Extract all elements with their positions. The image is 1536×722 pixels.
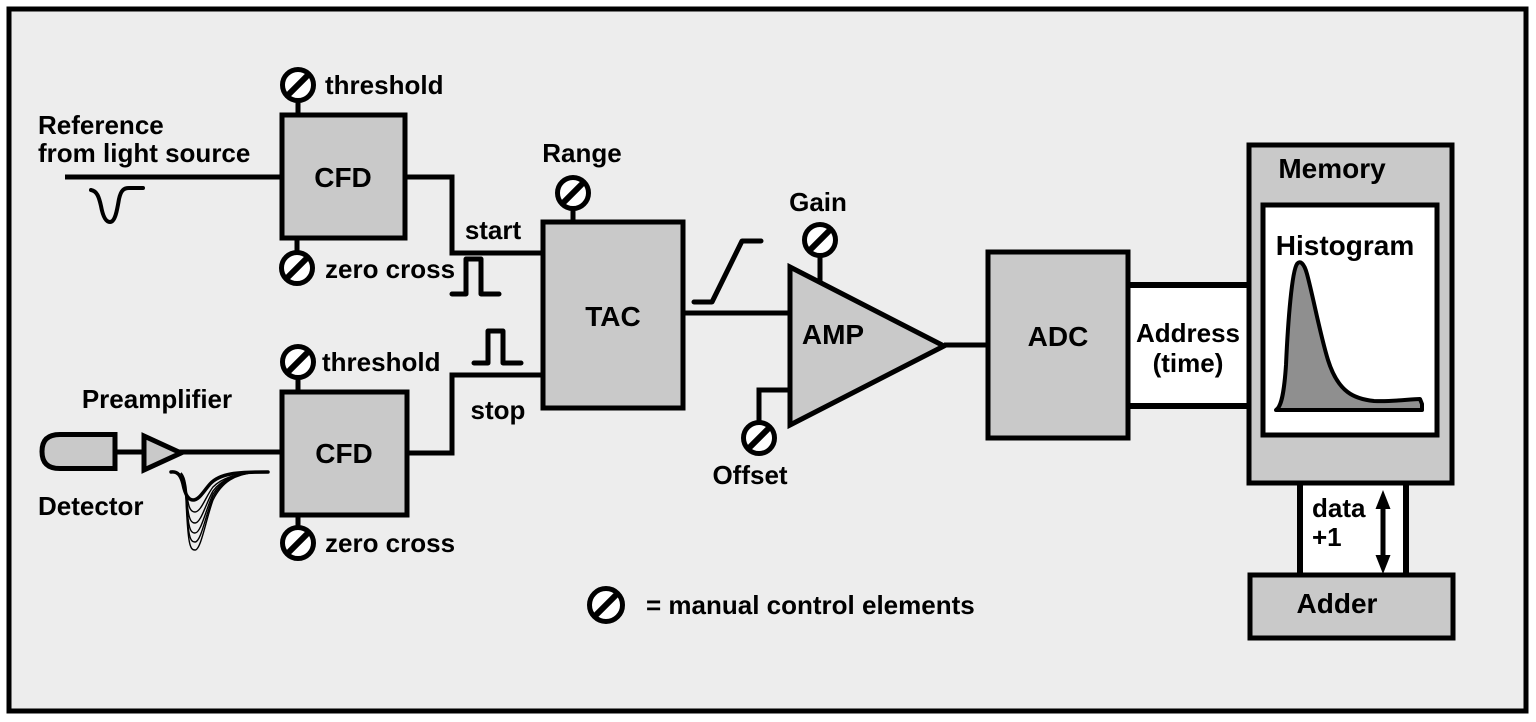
- histogram-decay-curve: [1274, 260, 1424, 412]
- detector-chain: Preamplifier Detector: [38, 384, 284, 551]
- data-bus: data +1: [1297, 483, 1409, 575]
- offset-stem: [756, 387, 793, 422]
- tac-label: TAC: [585, 301, 640, 332]
- zero-cross-top-knob-icon: [279, 250, 315, 286]
- legend-text: = manual control elements: [646, 590, 975, 620]
- memory-block: Memory Histogram: [1246, 142, 1455, 486]
- legend: = manual control elements: [587, 586, 975, 624]
- address-bus-label-line2: (time): [1153, 348, 1224, 378]
- gain-label: Gain: [789, 187, 847, 217]
- histogram-label: Histogram: [1276, 230, 1414, 261]
- start-label: start: [465, 215, 522, 245]
- amp-label: AMP: [802, 319, 864, 350]
- adder-block: Adder: [1247, 572, 1456, 641]
- threshold-top-knob-icon: [280, 67, 316, 103]
- amp-triangle: [787, 262, 950, 430]
- manual-control-knob-icon: [587, 586, 625, 624]
- data-bus-label-line2: +1: [1312, 522, 1342, 552]
- zero-cross-bottom-label: zero cross: [325, 528, 455, 558]
- zero-cross-top-label: zero cross: [325, 254, 455, 284]
- threshold-bottom-knob-icon: [280, 344, 316, 380]
- threshold-top-label: threshold: [325, 70, 443, 100]
- reference-label-line2: from light source: [38, 138, 250, 168]
- cfd-bottom-box: [279, 389, 410, 518]
- preamplifier-label: Preamplifier: [82, 384, 232, 414]
- reference-input: Reference from light source: [38, 110, 284, 225]
- wire-cfd-top-to-tac: [405, 174, 543, 256]
- cfd-bottom-block: threshold CFD zero cross: [279, 344, 455, 561]
- stop-label: stop: [471, 395, 526, 425]
- adc-box: [985, 249, 1131, 441]
- cfd-top-block: threshold CFD zero cross: [279, 67, 455, 286]
- stop-pulse-icon: [471, 328, 524, 366]
- tac-box: [540, 219, 686, 411]
- tac-block: Range TAC: [540, 138, 686, 411]
- reference-pulse-icon: [89, 186, 145, 225]
- adc-block: ADC: [985, 249, 1131, 441]
- offset-label: Offset: [712, 460, 787, 490]
- range-knob-icon: [555, 175, 591, 211]
- data-bus-label-line1: data: [1312, 493, 1366, 523]
- detector-icon: [39, 432, 118, 471]
- cfd-bottom-label: CFD: [315, 438, 373, 469]
- threshold-bottom-label: threshold: [322, 347, 440, 377]
- memory-label: Memory: [1278, 153, 1386, 184]
- amp-block: Gain Offset AMP: [712, 187, 950, 490]
- reference-label-line1: Reference: [38, 110, 164, 140]
- ramp-signal-icon: [691, 238, 764, 305]
- zero-cross-bottom-knob-icon: [280, 525, 316, 561]
- cfd-top-label: CFD: [314, 162, 372, 193]
- bidirectional-arrow-icon: [1375, 490, 1391, 574]
- start-pulse-icon: [449, 256, 502, 297]
- cfd-top-box: [279, 112, 408, 241]
- gain-knob-icon: [802, 222, 838, 258]
- address-bus-channel: [1126, 287, 1251, 404]
- range-label: Range: [542, 138, 621, 168]
- adder-label: Adder: [1297, 588, 1378, 619]
- adc-label: ADC: [1028, 321, 1089, 352]
- detector-label: Detector: [38, 491, 143, 521]
- address-bus: Address (time): [1125, 282, 1252, 409]
- offset-knob-icon: [741, 420, 777, 456]
- adder-box: [1247, 572, 1456, 641]
- address-bus-label-line1: Address: [1136, 318, 1240, 348]
- preamplifier-icon: [141, 432, 187, 474]
- wire-cfd-bottom-to-tac: [407, 372, 543, 456]
- detector-pulses-icon: [169, 470, 270, 551]
